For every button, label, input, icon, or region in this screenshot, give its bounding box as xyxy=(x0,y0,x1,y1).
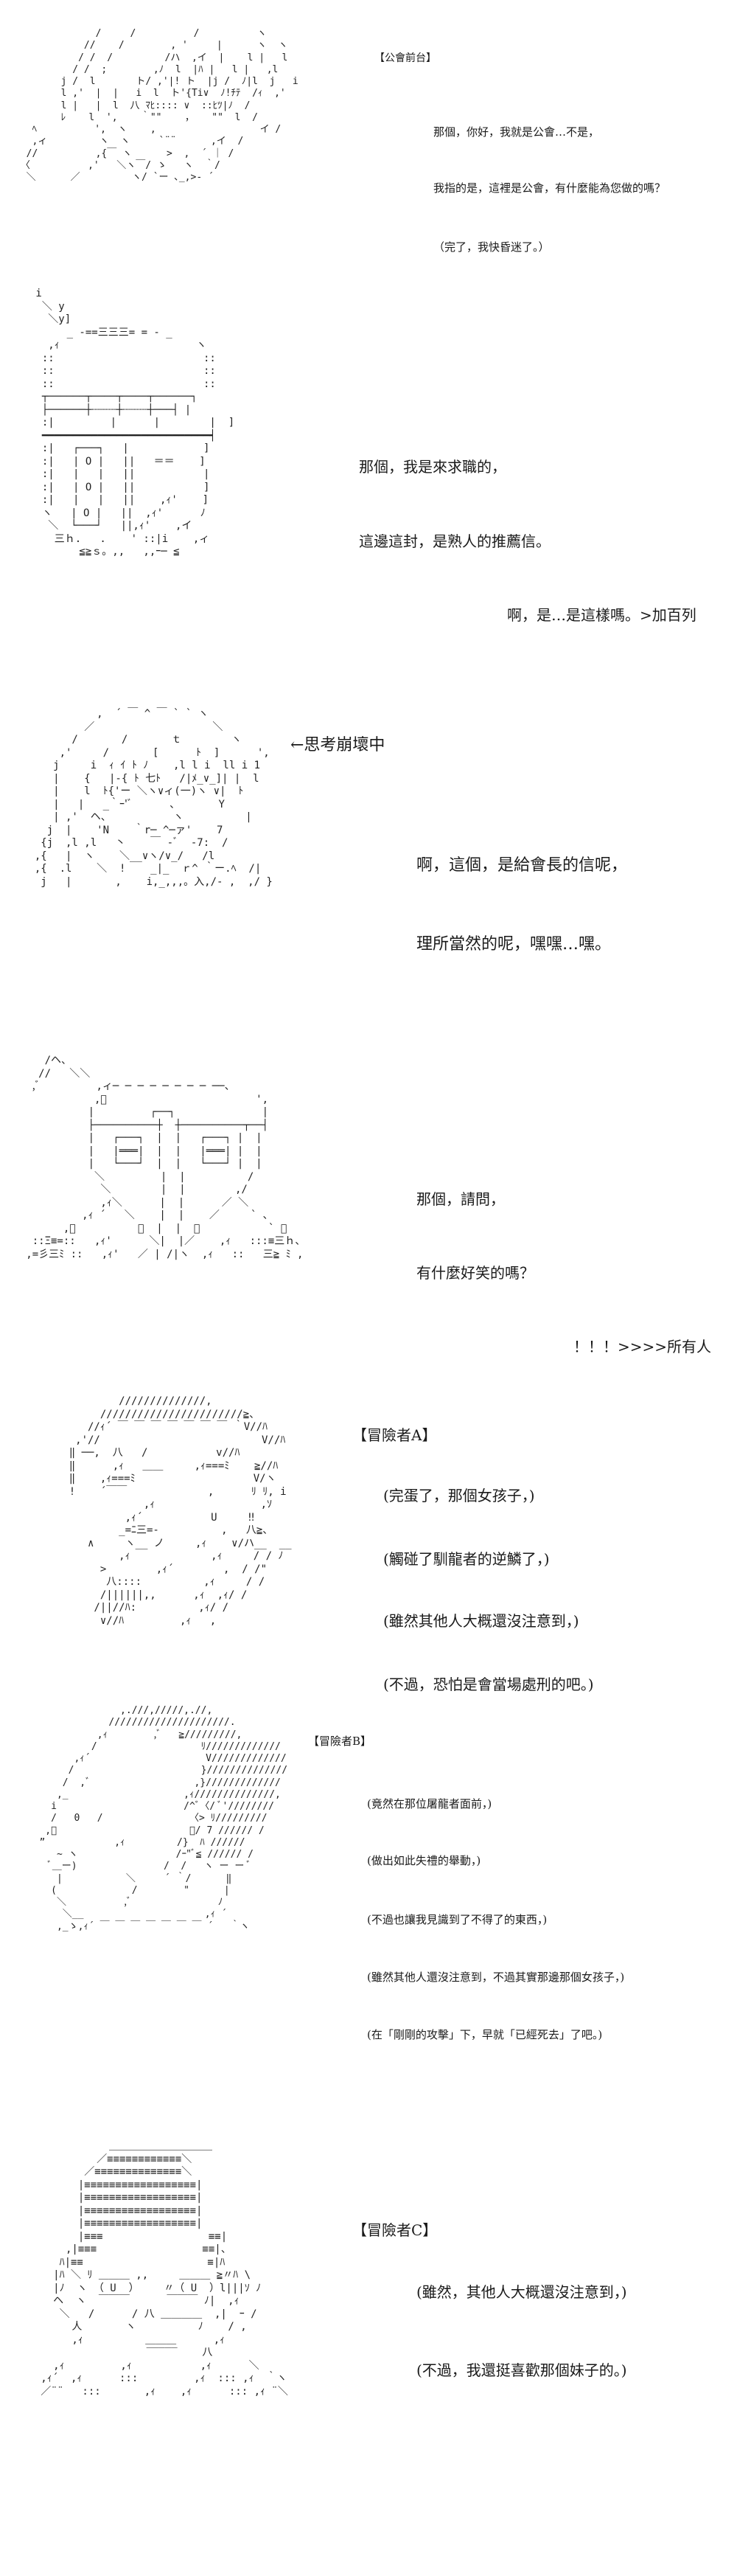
dialogue-line: (做出如此失禮的舉動，) xyxy=(367,1854,481,1867)
ascii-art-knight: i ＼ y ＼y] _ -==三三三= = - _ ,ｨ ヽ :: :: :: … xyxy=(35,288,235,558)
panel-6: ,.///,/////,.//, /////////////////////. … xyxy=(0,1696,737,2124)
dialogue-line: ！！！>>>>所有人 xyxy=(573,1338,712,1355)
dialogue-line: 那個，你好，我就是公會…不是， xyxy=(433,125,600,139)
panel-7: ＿＿＿＿＿＿＿＿＿＿ ／≡≡≡≡≡≡≡≡≡≡≡≡＼ ／≡≡≡≡≡≡≡≡≡≡≡≡≡… xyxy=(0,2124,737,2576)
ascii-art-knight-asking: /ヘ、 // ＼＼ ,ﾞ ,ィ─ ─ ─ ─ ─ ─ ─ ─ ──、 ,ﾞ ',… xyxy=(26,1055,306,1260)
speaker-label: 【冒險者A】 xyxy=(352,1426,437,1444)
dialogue-line: (雖然其他人還沒注意到，不過其實那邊那個女孩子，) xyxy=(367,1971,625,1984)
ascii-art-receptionist: / / / ヽ // / , ' | ヽ ヽ / / / /ハ ,イ | l |… xyxy=(20,28,298,183)
dialogue-line: 啊，這個，是給會長的信呢， xyxy=(416,856,628,875)
dialogue-line: 啊，是…是這樣嗎。>加百列 xyxy=(507,606,696,624)
panel-5: //////////////, ///////////////////////≧… xyxy=(0,1379,737,1696)
speaker-label: 【冒險者B】 xyxy=(308,1735,372,1748)
panel-2: i ＼ y ＼y] _ -==三三三= = - _ ,ｨ ヽ :: :: :: … xyxy=(0,280,737,671)
panel-1: / / / ヽ // / , ' | ヽ ヽ / / / /ハ ,イ | l |… xyxy=(0,0,737,280)
ascii-art-receptionist-broken: , ´ ￣ ^ ￣ ` ` ヽ ／ ＼ / / ｔ ヽ ,' / [ ﾄ ] '… xyxy=(34,708,273,888)
annotation-note: ←思考崩壞中 xyxy=(290,736,385,754)
dialogue-line: 那個，我是來求職的， xyxy=(359,458,506,476)
dialogue-line: 有什麼好笑的嗎？ xyxy=(416,1264,534,1282)
ascii-art-adventurer-b: ,.///,/////,.//, /////////////////////. … xyxy=(39,1705,288,1932)
dialogue-line: 那個，請問， xyxy=(416,1190,505,1208)
dialogue-line: 我指的是，這裡是公會，有什麼能為您做的嗎？ xyxy=(433,181,666,195)
dialogue-line: (不過，我還挺喜歡那個妹子的。) xyxy=(416,2361,627,2379)
dialogue-line: 理所當然的呢，嘿嘿…嘿。 xyxy=(416,935,612,954)
dialogue-line: (竟然在那位屠龍者面前，) xyxy=(367,1797,492,1811)
dialogue-line: （完了，我快昏迷了。） xyxy=(433,240,550,254)
ascii-art-adventurer-c: ＿＿＿＿＿＿＿＿＿＿ ／≡≡≡≡≡≡≡≡≡≡≡≡＼ ／≡≡≡≡≡≡≡≡≡≡≡≡≡… xyxy=(41,2140,288,2398)
panel-3: ←思考崩壞中 , ´ ￣ ^ ￣ ` ` ヽ ／ ＼ / / ｔ ヽ ,' / … xyxy=(0,671,737,1032)
dialogue-line: (觸碰了馴龍者的逆鱗了，) xyxy=(383,1550,550,1568)
panel-4: /ヘ、 // ＼＼ ,ﾞ ,ィ─ ─ ─ ─ ─ ─ ─ ─ ──、 ,ﾞ ',… xyxy=(0,1032,737,1379)
dialogue-line: 這邊這封，是熟人的推薦信。 xyxy=(359,532,551,550)
dialogue-line: (不過也讓我見識到了不得了的東西，) xyxy=(367,1913,548,1926)
speaker-label: 【公會前台】 xyxy=(374,52,436,64)
ascii-art-adventurer-a: //////////////, ///////////////////////≧… xyxy=(69,1395,292,1627)
speaker-label: 【冒險者C】 xyxy=(352,2221,438,2239)
dialogue-line: (雖然其他人大概還沒注意到，) xyxy=(383,1612,579,1630)
dialogue-line: (不過，恐怕是會當場處刑的吧。) xyxy=(383,1676,594,1693)
dialogue-line: (完蛋了，那個女孩子，) xyxy=(383,1487,535,1504)
dialogue-line: (雖然，其他人大概還沒注意到，) xyxy=(416,2283,627,2301)
dialogue-line: (在「剛剛的攻擊」下，早就「已經死去」了吧。) xyxy=(367,2028,603,2041)
